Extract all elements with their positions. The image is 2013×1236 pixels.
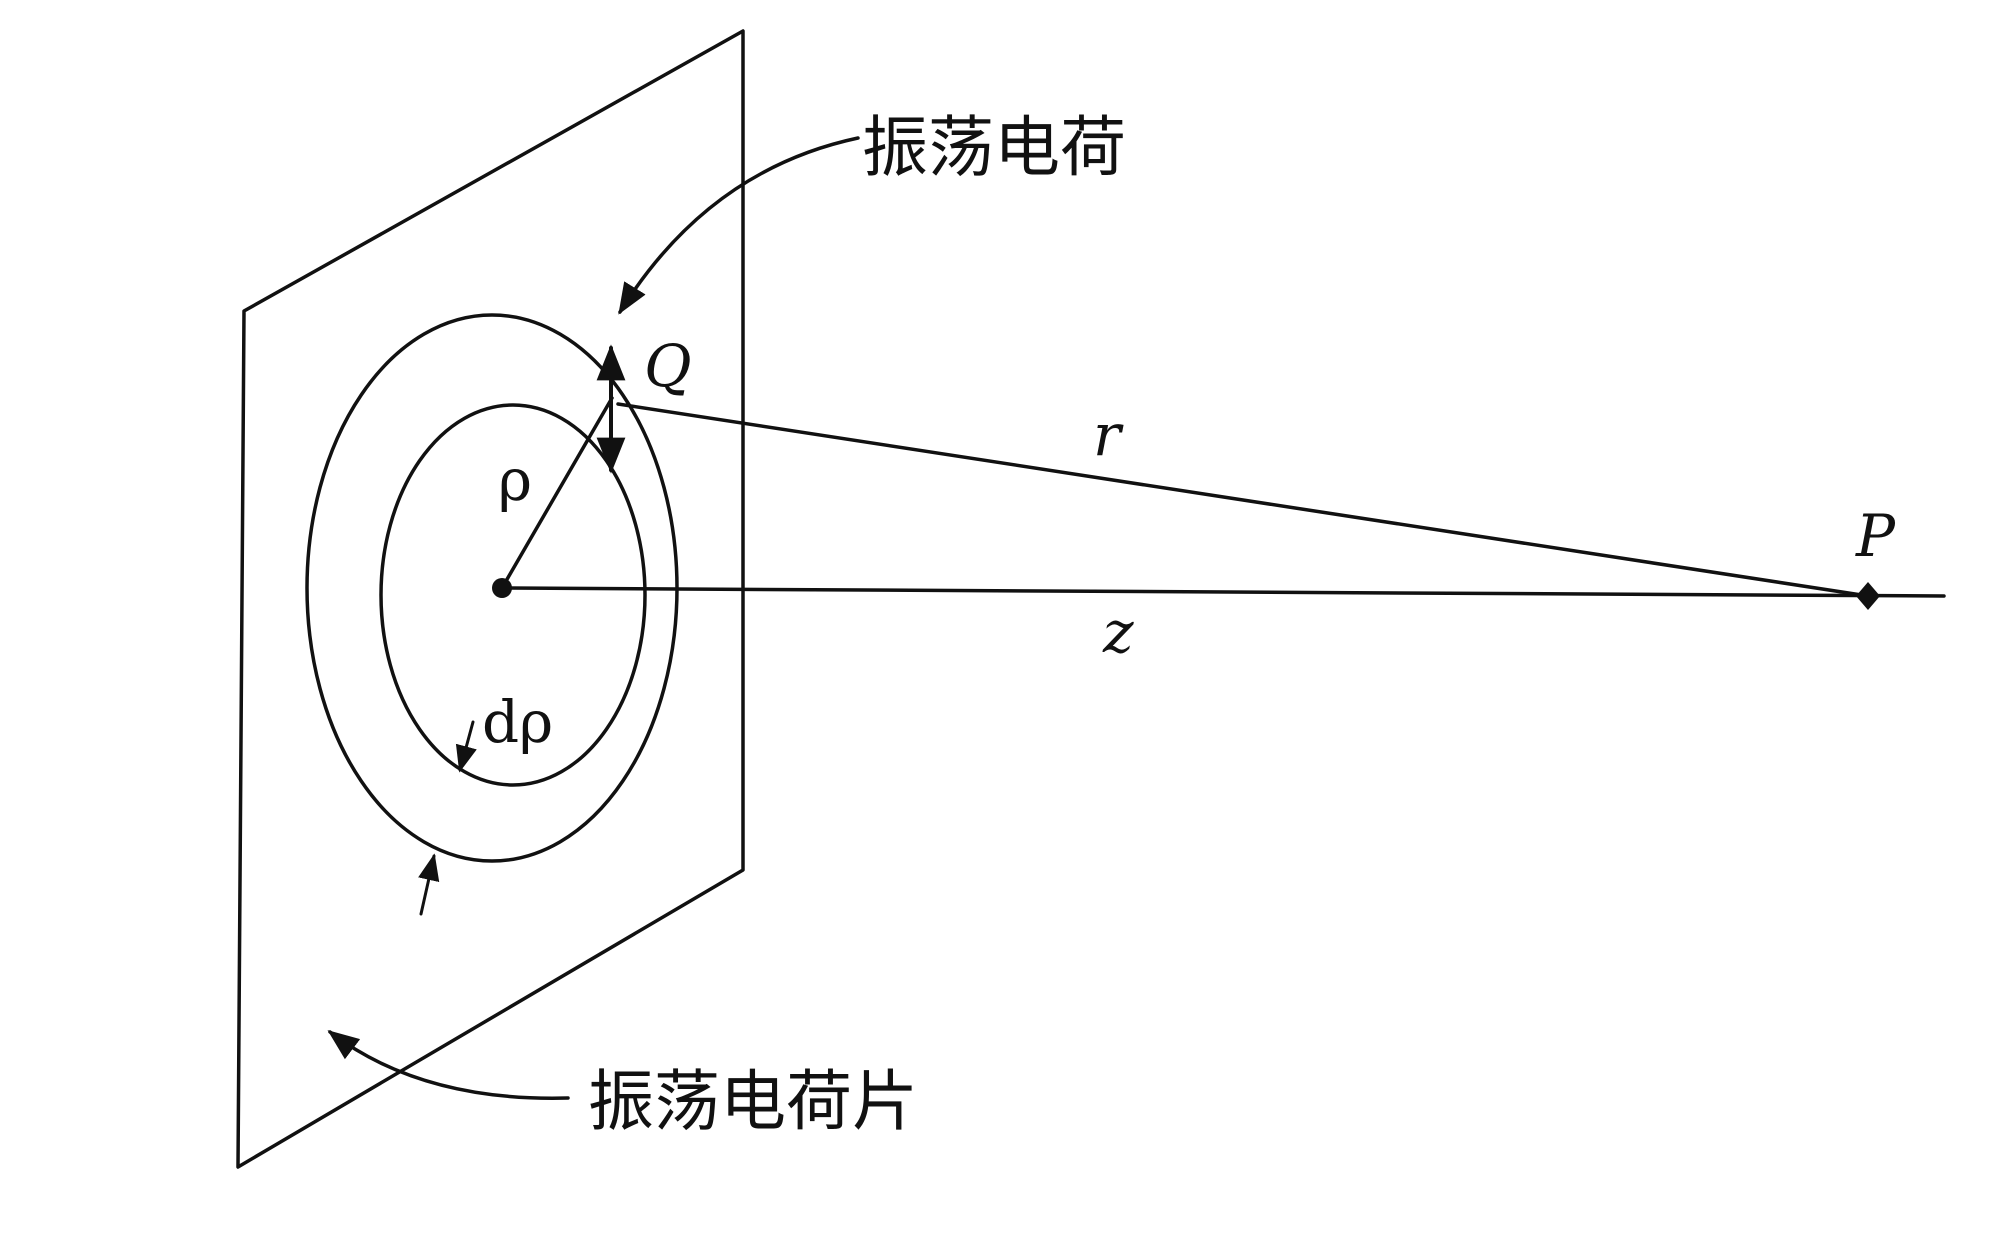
inner-ring [379,403,647,787]
charge-sheet [236,29,745,1169]
charge-callout-arrow [618,136,860,315]
z-axis-line [500,586,1946,598]
charge-q-label: Q [644,332,692,400]
center-point [492,578,512,598]
oscillating-charge-label: 振荡电荷 [862,109,1126,186]
oscillating-charge-sheet-label: 振荡电荷片 [588,1063,918,1140]
ring-width-drho-label: dρ [482,688,553,756]
radius-rho-label: ρ [498,446,532,514]
drho-arrow-inner [455,720,477,773]
r-line [616,402,1870,598]
drho-arrow-outer [418,853,440,916]
point-p-marker [1856,582,1880,610]
point-p-label: P [1855,502,1896,570]
distance-r-label: r [1093,401,1124,469]
rho-line [500,396,614,590]
sheet-callout-arrow [327,1030,570,1100]
distance-z-label: z [1102,598,1134,666]
